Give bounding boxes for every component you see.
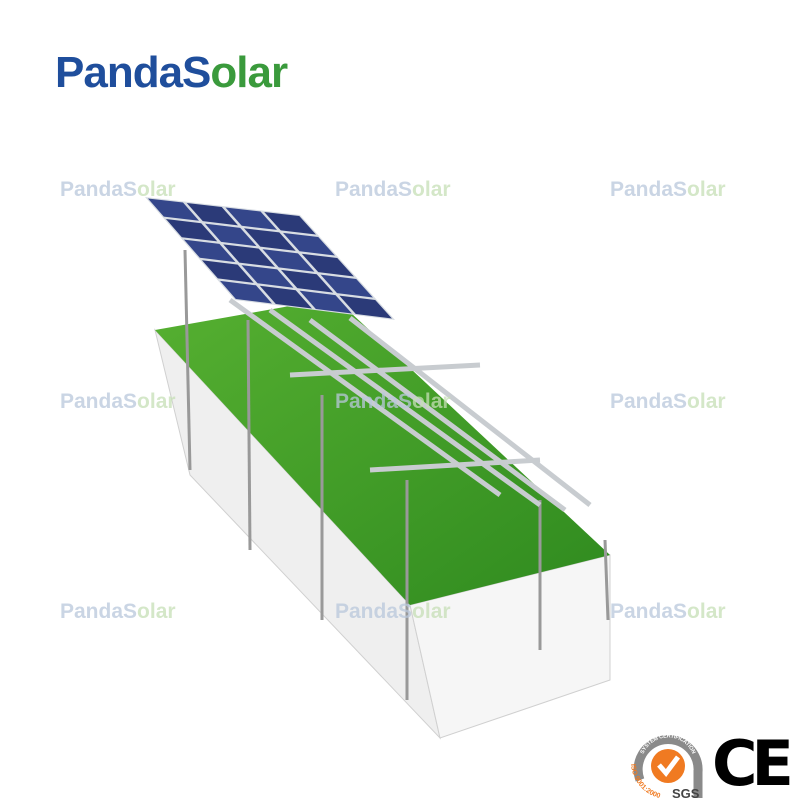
watermark: PandaSolar xyxy=(335,600,451,623)
iso-sgs-badge: SYSTEM CERTIFICATION ISO 9001:2000 SGS xyxy=(629,733,703,800)
solar-panel xyxy=(281,269,334,293)
solar-panel xyxy=(241,265,294,288)
grass-top xyxy=(155,298,610,605)
solar-panel xyxy=(320,274,373,298)
solar-panel xyxy=(147,198,200,221)
ground-right-wall xyxy=(409,554,611,739)
solar-panel xyxy=(225,207,278,230)
watermark: PandaSolar xyxy=(60,600,176,623)
solar-panel xyxy=(183,239,236,263)
solar-panel xyxy=(165,219,218,242)
watermark: PandaSolar xyxy=(60,178,176,201)
rails xyxy=(228,297,592,513)
watermark: PandaSolar xyxy=(335,390,451,413)
sgs-label: SGS xyxy=(672,786,700,800)
brand-logo: PandaSolar xyxy=(55,48,288,97)
solar-panel xyxy=(264,211,316,235)
watermark: PandaSolar xyxy=(610,600,726,623)
solar-panel xyxy=(299,290,352,314)
solar-panel-array xyxy=(145,197,395,320)
solar-panel xyxy=(282,232,335,256)
ground-screws xyxy=(183,249,610,700)
solar-panel xyxy=(339,295,392,319)
watermark: PandaSolar xyxy=(610,178,726,201)
solar-panel xyxy=(219,280,272,304)
solar-panel xyxy=(262,249,315,272)
solar-panel xyxy=(223,244,275,267)
ce-mark: CE xyxy=(712,727,794,800)
check-circle-icon xyxy=(651,749,685,783)
panel-frame xyxy=(145,197,395,320)
solar-panel xyxy=(204,223,257,247)
solar-panel xyxy=(201,260,254,283)
solar-panel xyxy=(186,202,239,226)
solar-panel xyxy=(301,253,354,277)
watermark: PandaSolar xyxy=(335,178,451,201)
solar-panel xyxy=(259,285,312,309)
watermark: PandaSolar xyxy=(610,390,726,413)
solar-panel xyxy=(243,228,296,251)
badge-arc xyxy=(633,735,703,782)
watermark: PandaSolar xyxy=(60,390,176,413)
